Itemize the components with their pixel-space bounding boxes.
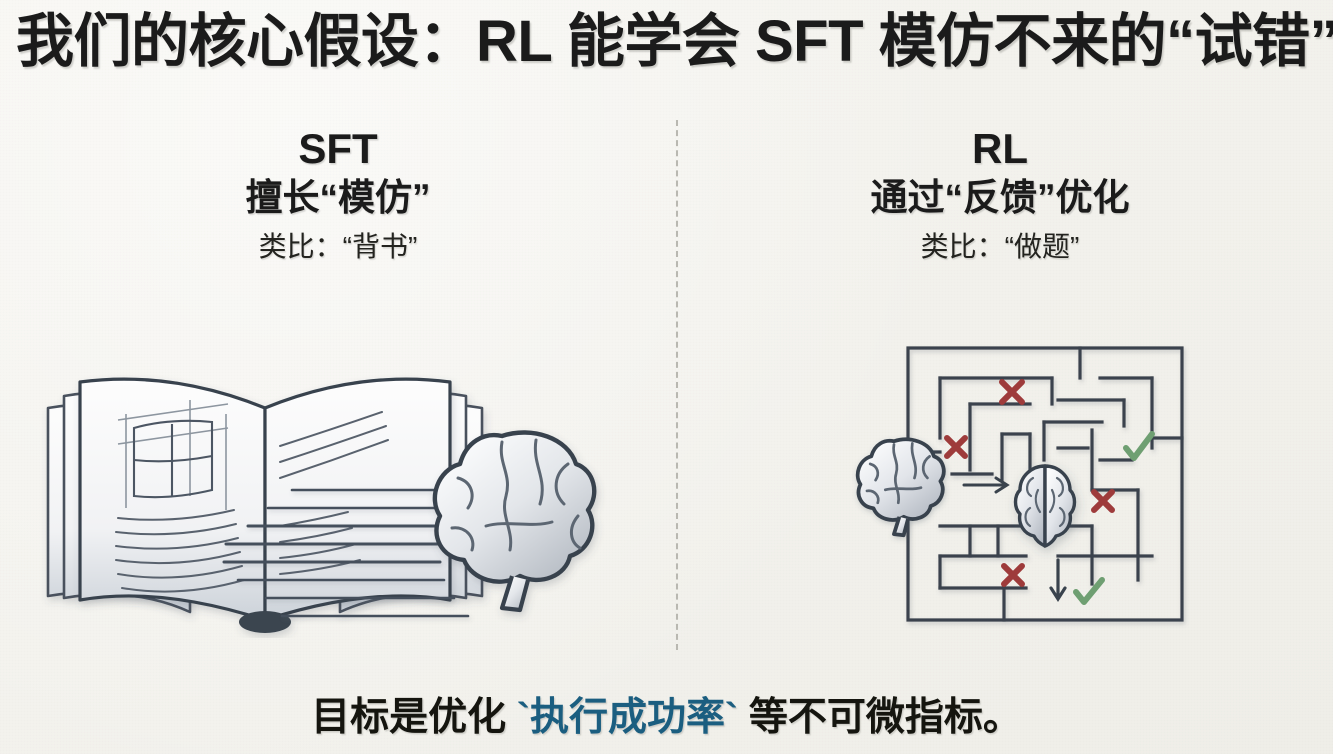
cross-icon-4 bbox=[1001, 563, 1025, 587]
column-rl-title: RL bbox=[972, 125, 1028, 172]
cross-icon-3 bbox=[1091, 489, 1115, 513]
maze-exit-arrow-icon bbox=[1049, 558, 1067, 602]
column-sft-subtitle: 擅长“模仿” bbox=[245, 177, 431, 219]
book-knowledge-flow-lines bbox=[222, 488, 470, 618]
column-rl-subtitle: 通过“反馈”优化 bbox=[870, 177, 1130, 219]
column-divider bbox=[676, 120, 678, 650]
column-sft: SFT 擅长“模仿” 类比：“背书” bbox=[38, 125, 638, 264]
check-icon-2 bbox=[1073, 577, 1105, 605]
column-rl: RL 通过“反馈”优化 类比：“做题” bbox=[700, 125, 1300, 264]
maze-check-marks bbox=[1073, 431, 1155, 605]
caption-prefix: 目标是优化 bbox=[311, 696, 517, 739]
book-left-text-lines bbox=[115, 509, 245, 593]
brain-icon bbox=[432, 430, 597, 613]
maze-entry-brain-icon bbox=[855, 437, 946, 538]
maze-trial-and-error-illustration bbox=[852, 330, 1212, 650]
maze-cross-marks bbox=[944, 379, 1115, 587]
maze-inner-brain-icon bbox=[1013, 464, 1077, 548]
caption-code-term: `执行成功率` bbox=[517, 696, 738, 739]
column-sft-title: SFT bbox=[298, 125, 378, 172]
column-sft-analogy: 类比：“背书” bbox=[258, 231, 418, 263]
caption-suffix: 等不可微指标。 bbox=[737, 696, 1022, 739]
caption: 目标是优化 `执行成功率` 等不可微指标。 bbox=[0, 686, 1333, 742]
maze-entry-arrow-icon bbox=[962, 476, 1010, 494]
page-title: 我们的核心假设：RL 能学会 SFT 模仿不来的“试错” bbox=[16, 9, 1333, 74]
column-rl-analogy: 类比：“做题” bbox=[920, 231, 1080, 263]
book-diagram-box bbox=[132, 419, 214, 499]
cross-icon-2 bbox=[944, 435, 968, 459]
open-book-to-brain-illustration bbox=[30, 348, 610, 638]
cross-icon-1 bbox=[999, 379, 1025, 405]
check-icon-1 bbox=[1123, 431, 1155, 461]
